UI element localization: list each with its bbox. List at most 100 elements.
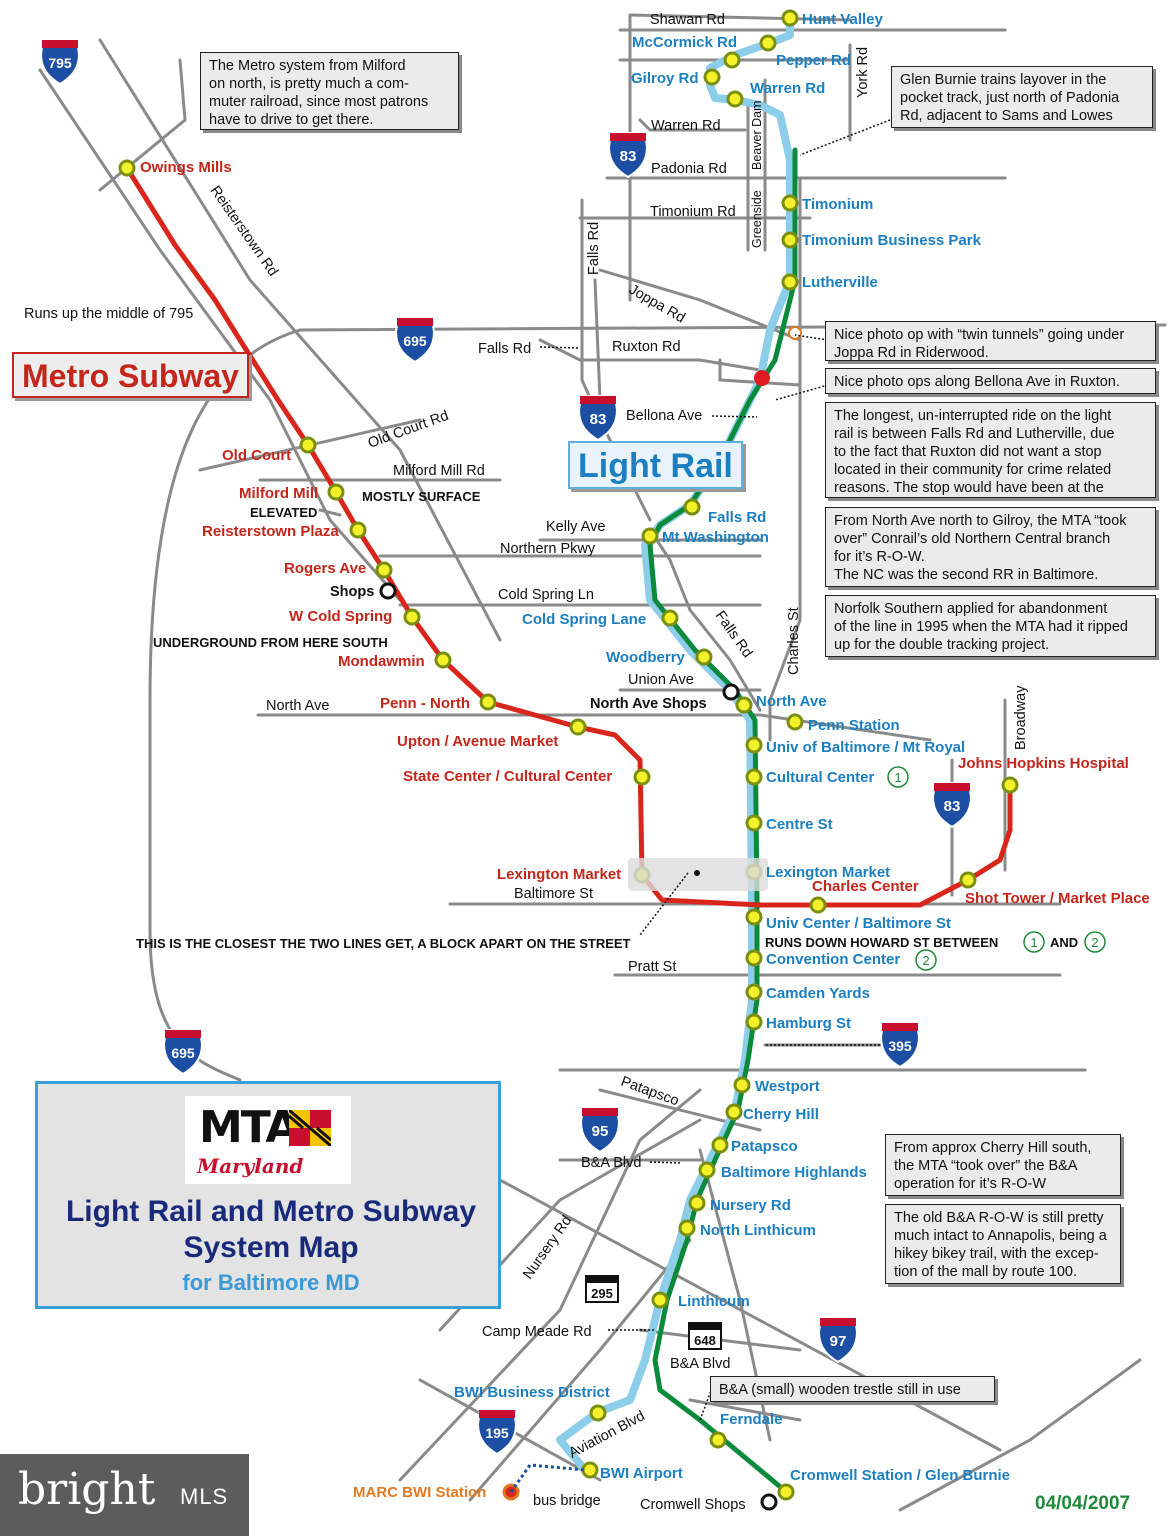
bwi-airport-marker[interactable] (581, 1461, 599, 1479)
label-westport[interactable]: Westport (755, 1078, 820, 1095)
bwi-business-district-marker[interactable] (589, 1404, 607, 1422)
label-reisterstown-plaza[interactable]: Reisterstown Plaza (202, 523, 339, 540)
label-woodberry[interactable]: Woodberry (606, 649, 686, 666)
label-lr-lexington-market[interactable]: Lexington Market (766, 864, 890, 881)
old-court-marker[interactable] (299, 436, 317, 454)
label-centre-st[interactable]: Centre St (766, 816, 833, 833)
convention-center-marker[interactable] (745, 949, 763, 967)
label-shot-tower[interactable]: Shot Tower / Market Place (965, 890, 1150, 907)
penn-station-marker[interactable] (786, 713, 804, 731)
road-label-kelly: Kelly Ave (546, 519, 605, 535)
camden-yards-marker[interactable] (745, 983, 763, 1001)
ferndale-marker[interactable] (709, 1431, 727, 1449)
road-label-aviation: Aviation Blvd (566, 1408, 647, 1461)
label-univ-center[interactable]: Univ Center / Baltimore St (766, 915, 951, 932)
falls-rd-marker[interactable] (683, 498, 701, 516)
label-falls-rd[interactable]: Falls Rd (708, 509, 766, 526)
label-camden-yards[interactable]: Camden Yards (766, 985, 870, 1002)
patapsco-marker[interactable] (711, 1136, 729, 1154)
label-marc-bwi[interactable]: MARC BWI Station (353, 1484, 486, 1501)
w-cold-spring-marker[interactable] (403, 608, 421, 626)
charles-center-marker[interactable] (809, 896, 827, 914)
label-hunt-valley[interactable]: Hunt Valley (802, 11, 884, 28)
mt-washington-marker[interactable] (641, 527, 659, 545)
label-cherry-hill[interactable]: Cherry Hill (743, 1106, 819, 1123)
label-nursery-rd[interactable]: Nursery Rd (710, 1197, 791, 1214)
shot-tower-marker[interactable] (959, 871, 977, 889)
label-univ-baltimore[interactable]: Univ of Baltimore / Mt Royal (766, 739, 965, 756)
woodberry-marker[interactable] (695, 648, 713, 666)
pepper-rd-marker[interactable] (759, 34, 777, 52)
label-state-center[interactable]: State Center / Cultural Center (403, 768, 612, 785)
label-cultural-center[interactable]: Cultural Center (766, 769, 875, 786)
label-north-ave[interactable]: North Ave (756, 693, 827, 710)
rogers-ave-marker[interactable] (375, 561, 393, 579)
mondawmin-marker[interactable] (434, 651, 452, 669)
label-penn-station[interactable]: Penn Station (808, 717, 900, 734)
cold-spring-lane-marker[interactable] (661, 609, 679, 627)
gilroy-rd-marker[interactable] (703, 68, 721, 86)
label-old-court[interactable]: Old Court (222, 447, 291, 464)
label-cold-spring-lane[interactable]: Cold Spring Lane (522, 611, 646, 628)
label-north-linthicum[interactable]: North Linthicum (700, 1222, 816, 1239)
label-rogers-ave[interactable]: Rogers Ave (284, 560, 366, 577)
label-patapsco[interactable]: Patapsco (731, 1138, 798, 1155)
timonium-marker[interactable] (781, 194, 799, 212)
centre-st-marker[interactable] (745, 814, 763, 832)
upton-marker[interactable] (569, 718, 587, 736)
road-label-shawan: Shawan Rd (650, 12, 725, 28)
label-timonium[interactable]: Timonium (802, 196, 873, 213)
label-metro-lexington-market[interactable]: Lexington Market (497, 866, 621, 883)
label-upton[interactable]: Upton / Avenue Market (397, 733, 558, 750)
label-owings-mills[interactable]: Owings Mills (140, 159, 232, 176)
baltimore-highlands-marker[interactable] (698, 1161, 716, 1179)
lutherville-marker[interactable] (781, 273, 799, 291)
label-mondawmin[interactable]: Mondawmin (338, 653, 425, 670)
label-pepper-rd[interactable]: Pepper Rd (776, 52, 851, 69)
label-w-cold-spring[interactable]: W Cold Spring (289, 608, 392, 625)
label-bwi-business-district[interactable]: BWI Business District (454, 1384, 610, 1401)
label-ferndale[interactable]: Ferndale (720, 1411, 783, 1428)
label-baltimore-highlands[interactable]: Baltimore Highlands (721, 1164, 867, 1181)
johns-hopkins-marker[interactable] (1001, 776, 1019, 794)
north-linthicum-marker[interactable] (678, 1219, 696, 1237)
univ-center-marker[interactable] (745, 908, 763, 926)
road-label-ruxton: Ruxton Rd (612, 339, 681, 355)
linthicum-marker[interactable] (651, 1291, 669, 1309)
label-penn-north[interactable]: Penn - North (380, 695, 470, 712)
state-center-marker[interactable] (633, 768, 651, 786)
label-johns-hopkins[interactable]: Johns Hopkins Hospital (958, 755, 1129, 772)
cultural-center-marker[interactable] (745, 768, 763, 786)
label-mccormick-rd[interactable]: McCormick Rd (632, 34, 737, 51)
label-mt-washington[interactable]: Mt Washington (662, 529, 769, 546)
label-warren-rd[interactable]: Warren Rd (750, 80, 825, 97)
label-charles-center[interactable]: Charles Center (812, 878, 919, 895)
nursery-rd-marker[interactable] (688, 1194, 706, 1212)
label-hamburg-st[interactable]: Hamburg St (766, 1015, 851, 1032)
cromwell-station-marker[interactable] (777, 1483, 795, 1501)
label-bwi-airport[interactable]: BWI Airport (600, 1465, 683, 1482)
label-linthicum[interactable]: Linthicum (678, 1293, 750, 1310)
label-timonium-business-park[interactable]: Timonium Business Park (802, 232, 982, 249)
cherry-hill-marker[interactable] (725, 1103, 743, 1121)
warren-rd-marker[interactable] (726, 90, 744, 108)
label-gilroy-rd[interactable]: Gilroy Rd (631, 70, 699, 87)
reisterstown-plaza-marker[interactable] (349, 521, 367, 539)
label-cromwell-station[interactable]: Cromwell Station / Glen Burnie (790, 1467, 1010, 1484)
mccormick-rd-marker[interactable] (723, 51, 741, 69)
label-bus-bridge: bus bridge (533, 1493, 601, 1509)
label-lutherville[interactable]: Lutherville (802, 274, 878, 291)
westport-marker[interactable] (733, 1076, 751, 1094)
univ-baltimore-marker[interactable] (745, 736, 763, 754)
north-ave-marker[interactable] (735, 696, 753, 714)
pointer-lines (539, 119, 891, 1421)
label-convention-center[interactable]: Convention Center (766, 951, 900, 968)
label-milford-mill[interactable]: Milford Mill (239, 485, 318, 502)
timonium-business-park-marker[interactable] (781, 231, 799, 249)
owings-mills-marker[interactable] (118, 159, 136, 177)
hunt-valley-marker[interactable] (781, 9, 799, 27)
penn-north-marker[interactable] (479, 693, 497, 711)
milford-mill-marker[interactable] (327, 483, 345, 501)
hamburg-st-marker[interactable] (745, 1013, 763, 1031)
